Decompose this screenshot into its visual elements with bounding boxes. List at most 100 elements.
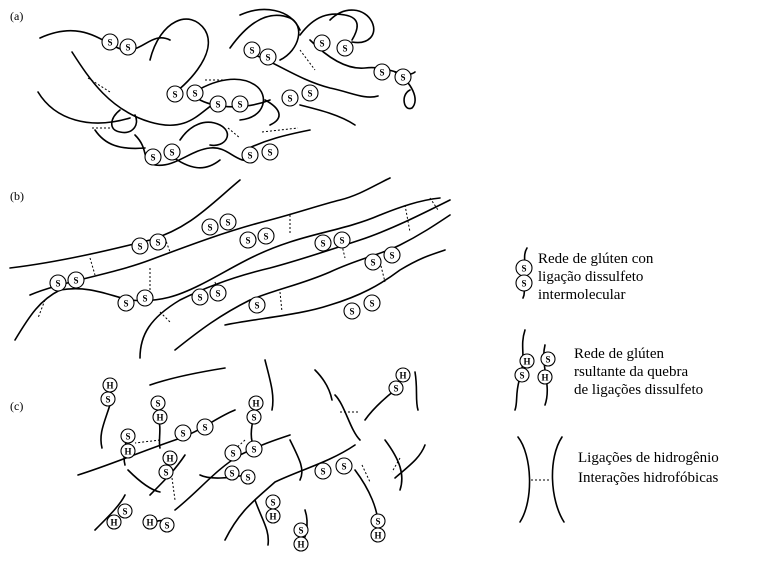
strand	[265, 360, 273, 410]
sulfur-atom: S	[244, 42, 260, 58]
sulfur-atom: S	[515, 368, 529, 382]
strand	[300, 14, 357, 40]
hydrogen-bond	[405, 205, 410, 232]
strand	[315, 370, 332, 400]
svg-text:S: S	[225, 218, 230, 228]
svg-text:H: H	[166, 454, 173, 464]
sulfur-atom: S	[137, 290, 153, 306]
svg-text:S: S	[142, 294, 147, 304]
panel-a-strands	[38, 10, 415, 168]
hydrogen-atom: H	[371, 528, 385, 542]
svg-text:S: S	[400, 73, 405, 83]
strand	[330, 10, 374, 42]
sulfur-atom: S	[167, 86, 183, 102]
svg-text:S: S	[298, 526, 303, 536]
sulfur-atom: S	[364, 295, 380, 311]
svg-text:S: S	[307, 89, 312, 99]
hydrogen-atom: H	[153, 410, 167, 424]
legend-bonds-symbol	[518, 437, 564, 522]
svg-text:S: S	[123, 299, 128, 309]
sulfur-atom: S	[118, 295, 134, 311]
hydrogen-atom: H	[294, 537, 308, 551]
hydrogen-bond	[280, 292, 282, 312]
svg-text:S: S	[122, 507, 127, 517]
sulfur-atom: S	[344, 303, 360, 319]
sulfur-atom: S	[337, 40, 353, 56]
svg-text:S: S	[267, 148, 272, 158]
sulfur-atom: S	[225, 466, 239, 480]
svg-text:S: S	[107, 38, 112, 48]
sulfur-atom: S	[371, 514, 385, 528]
svg-text:S: S	[247, 151, 252, 161]
svg-text:S: S	[342, 44, 347, 54]
strand	[300, 105, 355, 125]
sulfur-atom: S	[384, 247, 400, 263]
sulfur-atom: S	[118, 504, 132, 518]
sulfur-atom: S	[336, 458, 352, 474]
sulfur-atom: S	[315, 463, 331, 479]
sulfur-atom: S	[192, 289, 208, 305]
sulfur-atom: S	[395, 69, 411, 85]
svg-text:S: S	[251, 445, 256, 455]
svg-text:H: H	[146, 518, 153, 528]
sulfur-atom: S	[120, 39, 136, 55]
svg-text:S: S	[319, 39, 324, 49]
sulfur-atom: S	[151, 396, 165, 410]
svg-text:S: S	[393, 384, 398, 394]
panel-b-strands	[10, 178, 450, 358]
svg-text:S: S	[105, 395, 110, 405]
sulfur-atom: S	[164, 144, 180, 160]
hydrogen-atom: H	[396, 368, 410, 382]
panel-a-label: (a)	[10, 9, 23, 23]
sulfur-atom: S	[516, 275, 532, 291]
svg-text:S: S	[265, 53, 270, 63]
hydrogen-bond	[90, 258, 95, 275]
strand	[255, 500, 268, 545]
svg-text:H: H	[374, 531, 381, 541]
svg-text:S: S	[137, 242, 142, 252]
panel-c-atoms: H S S H S H S S H S S S H S S S S S H S …	[101, 368, 410, 551]
svg-text:S: S	[249, 46, 254, 56]
hydrogen-bond	[362, 465, 370, 482]
svg-text:S: S	[519, 371, 524, 381]
svg-text:S: S	[55, 279, 60, 289]
legend-broken-symbol: H S S H	[515, 330, 555, 410]
legend: S S Rede de glúten con ligação dissulfet…	[515, 248, 719, 522]
panel-c: (c)	[10, 360, 425, 551]
panel-c-label: (c)	[10, 399, 23, 413]
sulfur-atom: S	[247, 410, 261, 424]
legend-label: Ligações de hidrogênio	[578, 450, 719, 466]
svg-text:S: S	[237, 100, 242, 110]
sulfur-atom: S	[240, 232, 256, 248]
svg-text:S: S	[287, 94, 292, 104]
sulfur-atom: S	[242, 147, 258, 163]
sulfur-atom: S	[150, 234, 166, 250]
sulfur-atom: S	[516, 260, 532, 276]
sulfur-atom: S	[202, 219, 218, 235]
hydrogen-atom: H	[538, 370, 552, 384]
svg-text:S: S	[197, 293, 202, 303]
sulfur-atom: S	[160, 518, 174, 532]
sulfur-atom: S	[315, 235, 331, 251]
svg-text:S: S	[349, 307, 354, 317]
svg-text:S: S	[254, 301, 259, 311]
svg-text:H: H	[523, 357, 530, 367]
strand	[415, 372, 418, 410]
hydrogen-atom: H	[143, 515, 157, 529]
strand	[225, 250, 445, 325]
strand	[150, 19, 208, 92]
legend-disulfide-text: Rede de glúten con ligação dissulfeto in…	[538, 251, 654, 303]
sulfur-atom: S	[220, 214, 236, 230]
sulfur-atom: S	[294, 523, 308, 537]
strand	[150, 368, 225, 385]
svg-text:S: S	[230, 449, 235, 459]
strand	[335, 395, 360, 440]
legend-bonds-text: Ligações de hidrogênio Interações hidrof…	[578, 450, 719, 486]
sulfur-atom: S	[159, 465, 173, 479]
svg-text:S: S	[125, 43, 130, 53]
svg-text:S: S	[245, 473, 250, 483]
svg-text:H: H	[297, 540, 304, 550]
svg-text:S: S	[73, 276, 78, 286]
hydrogen-bond	[228, 128, 240, 138]
sulfur-atom: S	[210, 285, 226, 301]
